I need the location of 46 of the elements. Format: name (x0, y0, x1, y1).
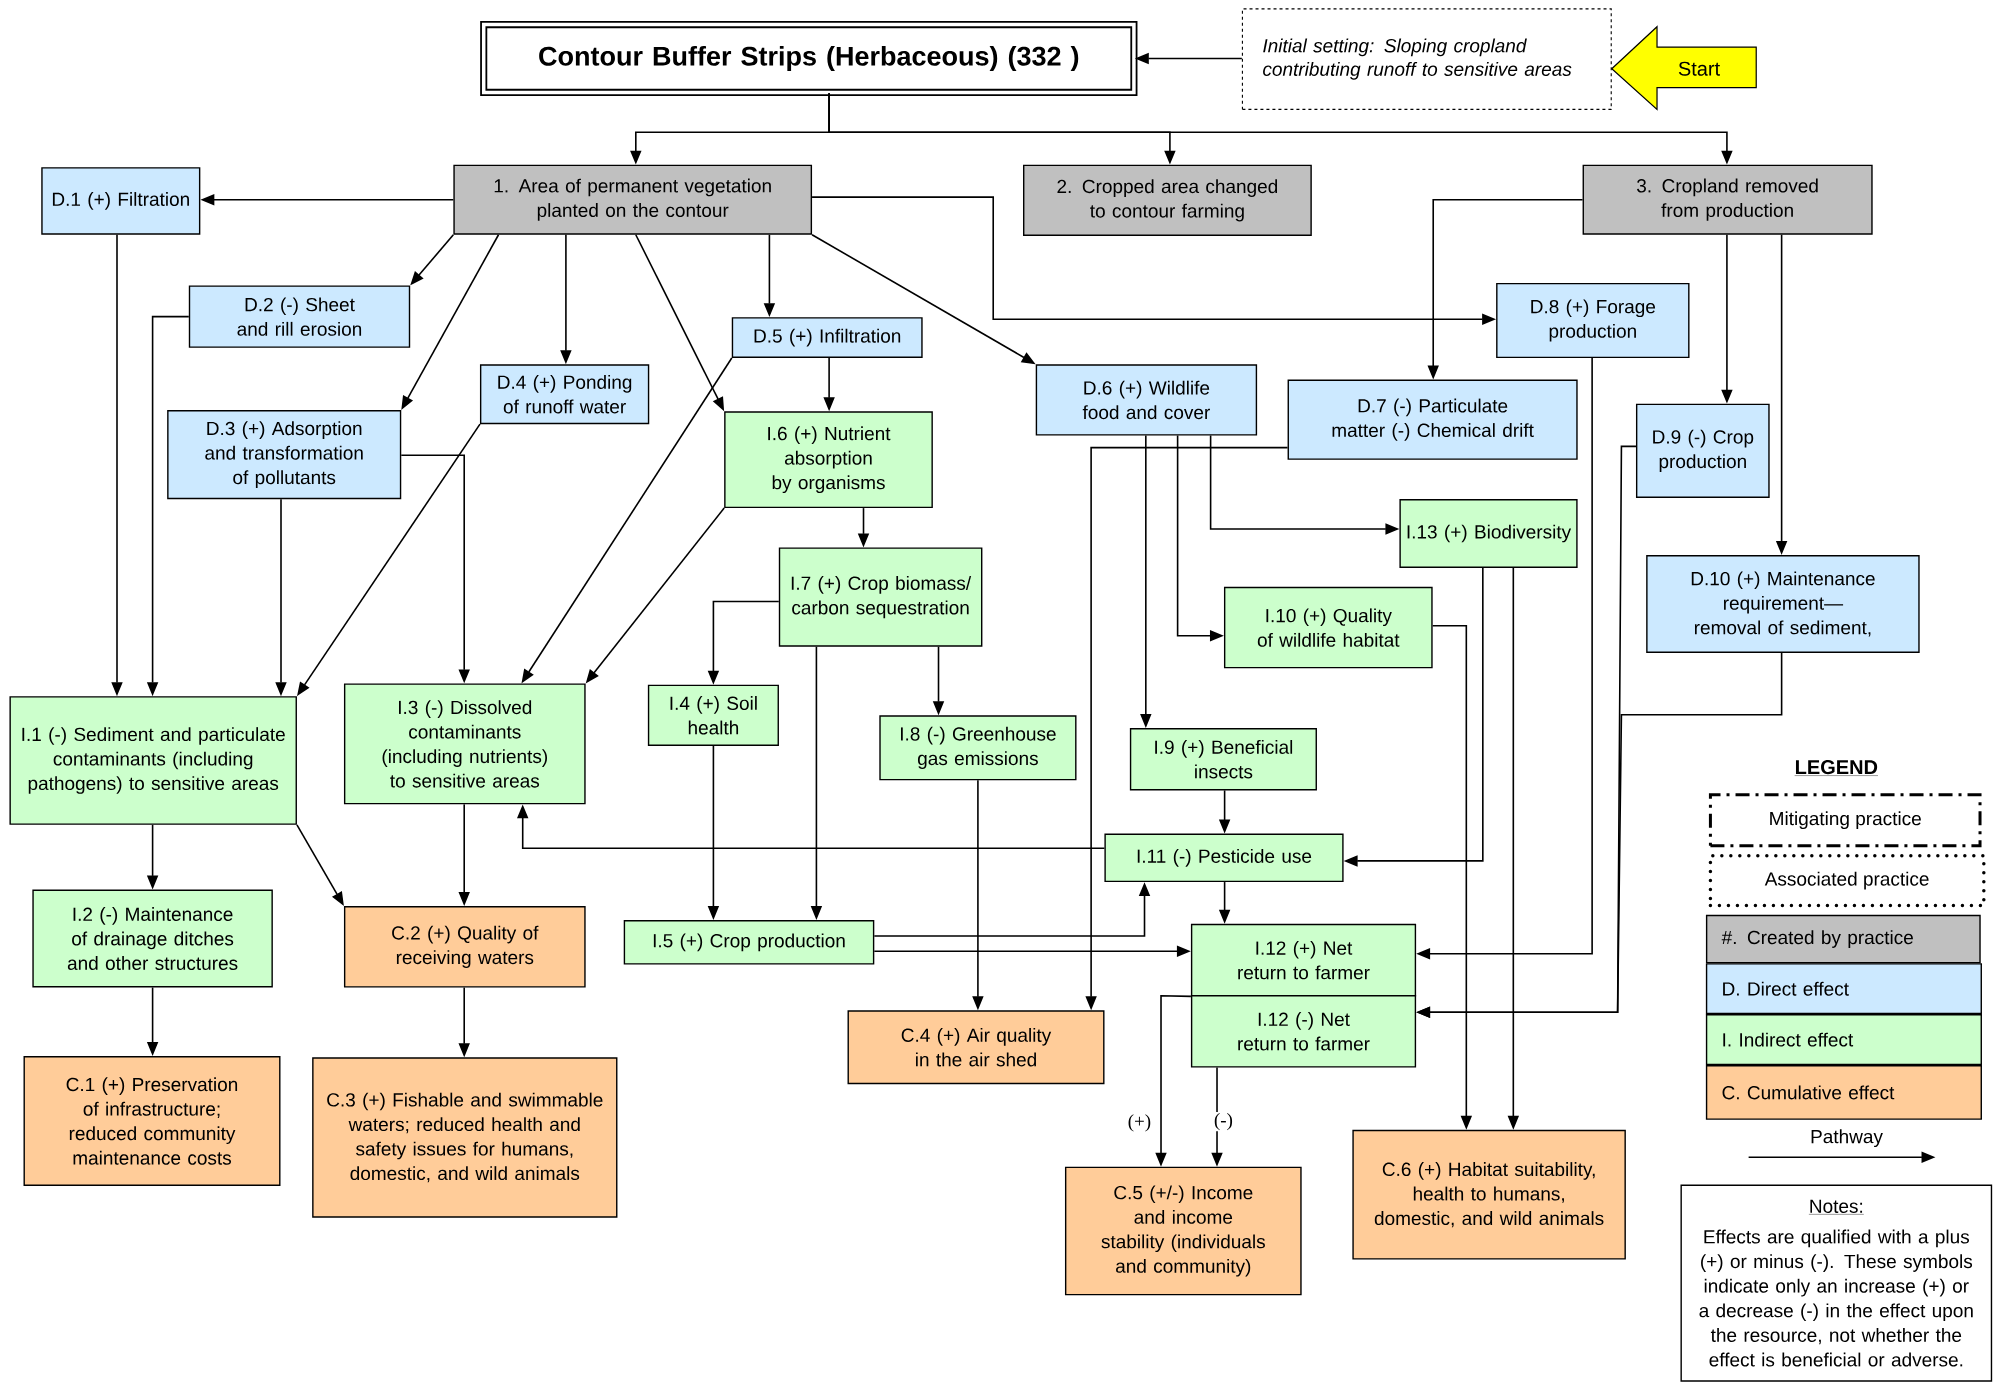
notes-box: Notes: Effects are qualified with a plus (+) or minus (-). These symbols indicate only an increase (+) or a decrease (-) in the effect upon the resource, not whether the effect is beneficial or adverse. (1680, 1184, 1993, 1382)
practice-box: 3. Cropland removed from production (1582, 164, 1873, 235)
effect-box: I.6 (+) Nutrient absorption by organisms (724, 411, 933, 509)
effect-box: I.12 (+) Net return to farmer (1190, 923, 1417, 997)
edge-label: (+) (1126, 1113, 1153, 1133)
effect-box: D.4 (+) Ponding of runoff water (479, 364, 650, 425)
legend-item: C. Cumulative effect (1705, 1065, 1982, 1120)
effect-box: I.13 (+) Biodiversity (1399, 499, 1578, 568)
effect-box: I.12 (-) Net return to farmer (1190, 995, 1417, 1068)
legend-item: Mitigating practice (1708, 793, 1982, 848)
effect-box: I.7 (+) Crop biomass/ carbon sequestration (778, 547, 983, 647)
title-box: Contour Buffer Strips (Herbaceous) (332 ) (480, 21, 1138, 96)
practice-box: 1. Area of permanent vegetation planted on the contour (453, 164, 813, 235)
effect-box: I.2 (-) Maintenance of drainage ditches and other structures (32, 889, 273, 988)
effect-box: I.3 (-) Dissolved contaminants (including nutrients) to sensitive areas (343, 683, 586, 805)
legend-label: Pathway (1811, 1129, 1883, 1148)
effect-box: I.10 (+) Quality of wildlife habitat (1223, 586, 1433, 669)
practice-box: 2. Cropped area changed to contour farming (1023, 164, 1312, 236)
setting-box: Initial setting: Sloping cropland contributing runoff to sensitive areas (1241, 8, 1612, 110)
effect-box: I.1 (-) Sediment and particulate contaminants (including pathogens) to sensitive areas (9, 696, 297, 825)
effect-box: I.4 (+) Soil health (647, 684, 779, 746)
effect-box: D.6 (+) Wildlife food and cover (1035, 364, 1258, 436)
effect-box: I.5 (+) Crop production (623, 920, 875, 965)
legend-item: D. Direct effect (1705, 963, 1982, 1015)
effect-box: D.1 (+) Filtration (41, 167, 201, 235)
effect-box: D.2 (-) Sheet and rill erosion (188, 285, 411, 348)
effect-box: D.7 (-) Particulate matter (-) Chemical drift (1287, 379, 1578, 460)
effect-box: C.3 (+) Fishable and swimmable waters; reduced health and safety issues for humans, domestic, and wild animals (312, 1057, 618, 1218)
effect-box: I.9 (+) Beneficial insects (1129, 728, 1317, 791)
legend-item: Associated practice (1708, 854, 1986, 908)
effect-box: D.3 (+) Adsorption and transformation of pollutants (167, 410, 402, 500)
effect-box: D.9 (-) Crop production (1635, 403, 1770, 498)
effect-box: C.1 (+) Preservation of infrastructure; reduced community maintenance costs (23, 1056, 281, 1186)
effect-box: C.4 (+) Air quality in the air shed (847, 1010, 1105, 1085)
legend-heading: LEGEND (1794, 760, 1879, 776)
effect-box: I.11 (-) Pesticide use (1104, 833, 1344, 883)
effect-box: D.10 (+) Maintenance requirement—removal of sediment, (1646, 555, 1920, 653)
effect-box: I.8 (-) Greenhouse gas emissions (879, 715, 1077, 781)
legend-item: #. Created by practice (1705, 914, 1981, 964)
edge-label: (-) (1212, 1112, 1234, 1132)
effect-box: C.5 (+/-) Income and income stability (individuals and community) (1064, 1166, 1302, 1296)
effect-box: D.5 (+) Infiltration (731, 317, 923, 358)
legend-item: I. Indirect effect (1705, 1014, 1982, 1066)
effect-box: C.6 (+) Habitat suitability, health to humans, domestic, and wild animals (1352, 1129, 1626, 1260)
effect-box: C.2 (+) Quality of receiving waters (343, 906, 586, 988)
effect-box: D.8 (+) Forage production (1496, 282, 1690, 359)
